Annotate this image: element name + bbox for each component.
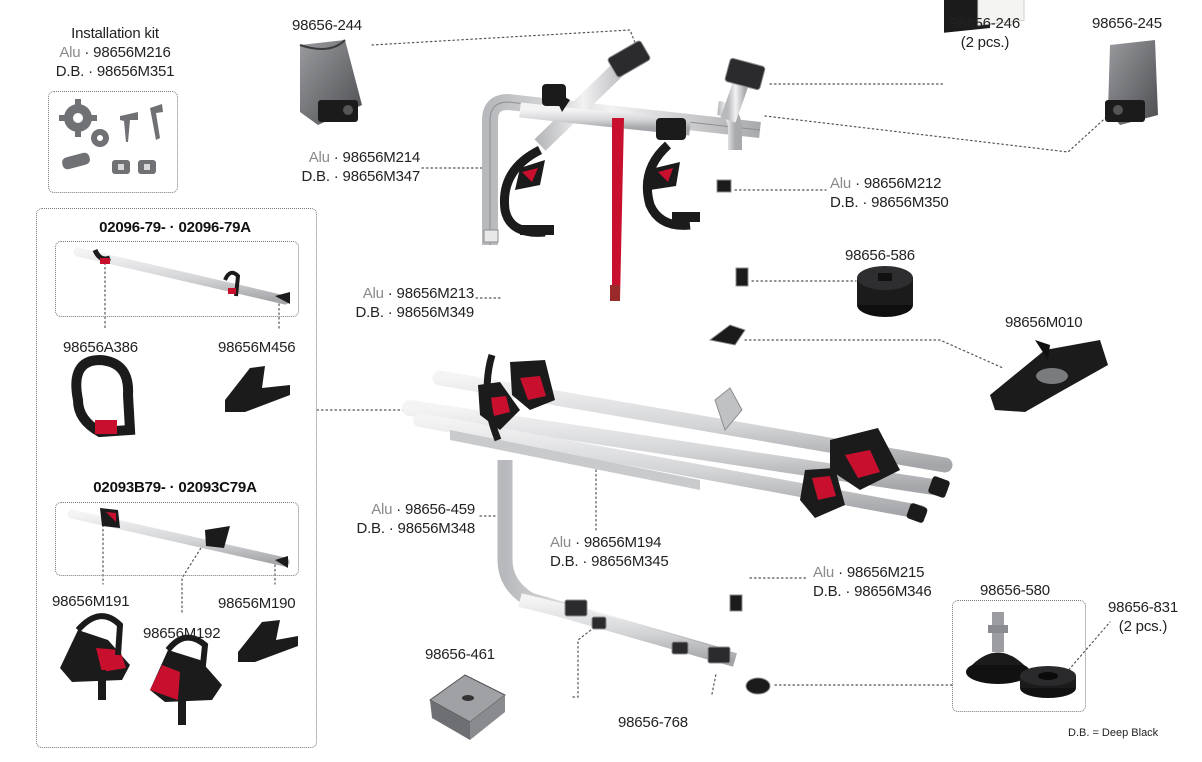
foot-label: 98656-580 (980, 582, 1050, 599)
strap-holder-label: 98656M010 (1005, 314, 1083, 331)
spacer-part (857, 266, 913, 317)
foot-pad-qty: (2 pcs.) (1118, 618, 1168, 635)
wheel-holder-m456-label: 98656M456 (218, 339, 296, 356)
db-prefix: D.B. (55, 63, 85, 80)
holder-m192-label: 98656M192 (143, 625, 221, 642)
bracket-part (429, 674, 506, 740)
variant-a-rail-box (55, 241, 299, 317)
lower-frame-alu-code: · 98656-459 (396, 501, 475, 518)
strap-holder-part (990, 340, 1108, 412)
pad-pair-label: 98656-246 (2 pcs.) (935, 14, 1035, 52)
right-lower-label: Alu · 98656M215 D.B. · 98656M346 (813, 563, 932, 601)
variant-b-title: 02093B79- · 02093C79A (93, 479, 257, 496)
variant-a-title: 02096-79- · 02096-79A (99, 219, 251, 236)
db-prefix: D.B. (355, 304, 384, 321)
pad-pair-code: 98656-246 (950, 15, 1020, 32)
rail-db-code: · 98656M345 (582, 553, 669, 570)
variant-b-rail (67, 508, 290, 568)
db-prefix: D.B. (830, 194, 859, 211)
installation-kit-title: Installation kit (71, 25, 159, 42)
strap-a386-label: 98656A386 (63, 339, 138, 356)
alu-prefix: Alu (362, 285, 384, 302)
lower-frame-db-code: · 98656M348 (388, 520, 475, 537)
clamp-244-label: 98656-244 (292, 17, 362, 34)
alu-prefix: Alu (308, 149, 330, 166)
installation-kit-label: Installation kit Alu · 98656M216 D.B. · … (40, 24, 190, 81)
holder-m192-part (150, 634, 222, 725)
foot-pad-part (1020, 666, 1076, 698)
foot-part (966, 612, 1030, 684)
alu-prefix: Alu (371, 501, 393, 518)
main-frame (482, 40, 771, 695)
clamp-244-part (299, 39, 362, 125)
foot-pad-code: 98656-831 (1108, 599, 1178, 616)
rail-assembly (402, 353, 953, 523)
db-prefix: D.B. (550, 553, 579, 570)
right-upright-alu-code: · 98656M212 (855, 175, 942, 192)
kit-alu-code: · 98656M216 (84, 44, 171, 61)
end-cap-label: 98656-768 (618, 714, 688, 731)
pad-pair-qty: (2 pcs.) (960, 34, 1010, 51)
right-upright-label: Alu · 98656M212 D.B. · 98656M350 (830, 174, 949, 212)
holder-m190-label: 98656M190 (218, 595, 296, 612)
bike-holder-options-box (36, 208, 317, 748)
clamp-245-label: 98656-245 (1092, 15, 1162, 32)
installation-kit-box (48, 91, 178, 193)
alu-prefix: Alu (550, 534, 572, 551)
bracket-label: 98656-461 (425, 646, 495, 663)
strap-a386-part (71, 354, 136, 438)
left-upright-label: Alu · 98656M214 D.B. · 98656M347 (270, 148, 420, 186)
holder-m191-label: 98656M191 (52, 593, 130, 610)
spacer-label: 98656-586 (845, 247, 915, 264)
lower-frame-label: Alu · 98656-459 D.B. · 98656M348 (325, 500, 475, 538)
rail-label: Alu · 98656M194 D.B. · 98656M345 (550, 533, 669, 571)
db-prefix: D.B. (813, 583, 842, 600)
left-upright-alu-code: · 98656M214 (333, 149, 420, 166)
left-mid-db-code: · 98656M349 (387, 304, 474, 321)
clamp-245-part (1105, 40, 1158, 125)
variant-a-rail (73, 247, 290, 305)
holder-m191-part (60, 613, 130, 700)
installation-kit-parts (59, 99, 163, 174)
kit-db-code: · 98656M351 (88, 63, 175, 80)
right-lower-db-code: · 98656M346 (845, 583, 932, 600)
left-mid-label: Alu · 98656M213 D.B. · 98656M349 (322, 284, 474, 322)
holder-m190-part (238, 620, 298, 662)
right-lower-alu-code: · 98656M215 (838, 564, 925, 581)
top-bar-assembly (499, 84, 700, 301)
footnote: D.B. = Deep Black (1068, 727, 1159, 739)
db-prefix: D.B. (301, 168, 330, 185)
left-mid-alu-code: · 98656M213 (387, 285, 474, 302)
alu-prefix: Alu (830, 175, 852, 192)
right-upright-db-code: · 98656M350 (862, 194, 949, 211)
alu-prefix: Alu (813, 564, 835, 581)
alu-prefix: Alu (59, 44, 81, 61)
wheel-holder-m456-part (225, 366, 290, 412)
left-upright-db-code: · 98656M347 (333, 168, 420, 185)
foot-parts-box (952, 600, 1086, 712)
foot-pad-label: 98656-831 (2 pcs.) (1098, 598, 1188, 636)
pad-pair-part (944, 0, 1025, 33)
rail-alu-code: · 98656M194 (575, 534, 662, 551)
db-prefix: D.B. (356, 520, 385, 537)
leader-lines (102, 29, 1113, 698)
variant-b-rail-box (55, 502, 299, 576)
